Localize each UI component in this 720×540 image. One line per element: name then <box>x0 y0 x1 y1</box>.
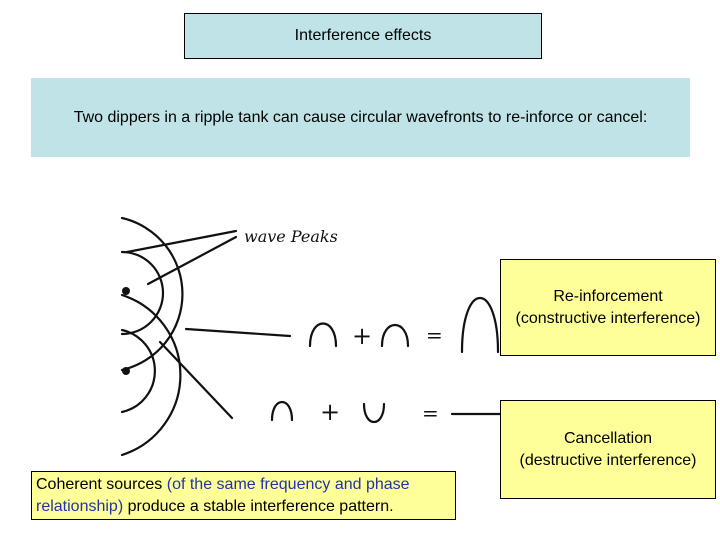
cancellation-title: Cancellation <box>563 429 653 447</box>
intro-text: Two dippers in a ripple tank can cause c… <box>73 108 648 126</box>
page-title: Interference effects <box>294 27 432 44</box>
lower-source-dot <box>122 367 130 375</box>
peak-arrow-2 <box>146 235 238 286</box>
cancel-pointer <box>158 340 234 420</box>
title-box: Interference effects <box>184 13 542 59</box>
coherent-text-3: produce a stable interference pattern. <box>123 498 394 515</box>
hump-1 <box>308 322 338 348</box>
reinforcement-callout: Re-inforcement (constructive interferenc… <box>500 259 716 356</box>
coherent-text-1: Coherent sources <box>36 476 167 493</box>
reinforce-pointer <box>184 327 292 338</box>
upper-source-dot <box>122 287 130 295</box>
trough-1 <box>362 402 386 423</box>
equals-sign-1: = <box>426 323 443 347</box>
upper-wavefront-outer <box>120 216 184 372</box>
cancellation-callout: Cancellation (destructive interference) <box>500 400 716 499</box>
coherent-text-2: (of the same frequency and phase relatio… <box>36 476 410 515</box>
peak-arrow-1 <box>125 229 238 254</box>
reinforcement-subtitle: (constructive interference) <box>515 309 701 327</box>
reinforcement-title: Re-inforcement <box>553 287 663 305</box>
plus-sign-1: + <box>352 322 372 350</box>
plus-sign-2: + <box>320 398 340 426</box>
coherent-sources-note: Coherent sources (of the same frequency … <box>31 471 456 520</box>
cancellation-subtitle: (destructive interference) <box>519 451 697 469</box>
upper-wavefront-inner <box>120 250 165 336</box>
big-hump <box>460 296 500 354</box>
intro-box: Two dippers in a ripple tank can cause c… <box>31 78 690 157</box>
equals-sign-2: = <box>422 401 439 425</box>
hump-2 <box>380 323 410 348</box>
lower-wavefront-inner <box>120 328 156 414</box>
hump-3 <box>270 401 294 422</box>
lower-wavefront-outer <box>120 293 182 457</box>
wave-peaks-label: wave Peaks <box>244 227 338 246</box>
